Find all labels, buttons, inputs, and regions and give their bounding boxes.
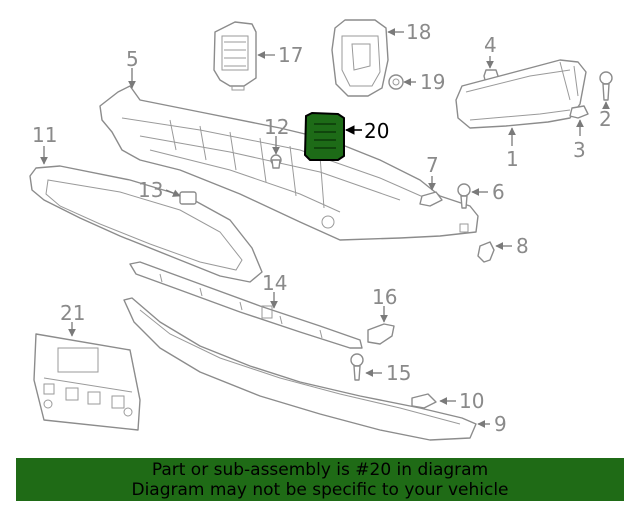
callout-labels: 1 2 3 4 5 6 7 8 9 10 11 12 13 14 15 16 1… bbox=[32, 20, 612, 436]
part-13-clip bbox=[179, 191, 197, 205]
part-10-clip bbox=[411, 393, 437, 409]
callout-4: 4 bbox=[484, 33, 497, 57]
part-9-lower-strip bbox=[123, 297, 477, 441]
part-12-screw bbox=[270, 154, 282, 169]
part-8-clip bbox=[477, 241, 495, 263]
callout-7: 7 bbox=[426, 153, 439, 177]
part-14-support-bar bbox=[129, 261, 363, 349]
part-1-trim bbox=[455, 59, 587, 129]
callout-12: 12 bbox=[264, 115, 289, 139]
part-17-bracket bbox=[213, 21, 257, 91]
callout-3: 3 bbox=[573, 138, 586, 162]
callout-2: 2 bbox=[599, 107, 612, 131]
part-2-screw bbox=[599, 71, 613, 101]
leader-lines bbox=[40, 28, 610, 428]
callout-19: 19 bbox=[420, 70, 445, 94]
part-18-bracket bbox=[331, 19, 389, 97]
part-15-bolt bbox=[350, 353, 364, 381]
part-6-bolt bbox=[457, 183, 471, 209]
callout-20: 20 bbox=[364, 119, 389, 143]
callout-8: 8 bbox=[516, 234, 529, 258]
banner-line-2: Diagram may not be specific to your vehi… bbox=[131, 480, 509, 500]
callout-15: 15 bbox=[386, 361, 411, 385]
parts-diagram: 1 2 3 4 5 6 7 8 9 10 11 12 13 14 15 16 1… bbox=[29, 19, 613, 441]
callout-1: 1 bbox=[506, 147, 519, 171]
part-5-grille-assembly bbox=[99, 85, 479, 241]
part-20-insert-highlighted bbox=[303, 111, 345, 161]
callout-17: 17 bbox=[278, 43, 303, 67]
callout-18: 18 bbox=[406, 20, 431, 44]
callout-9: 9 bbox=[494, 412, 507, 436]
callout-11: 11 bbox=[32, 123, 57, 147]
callout-6: 6 bbox=[492, 180, 505, 204]
part-3-clip bbox=[569, 105, 589, 119]
part-7-clip bbox=[419, 191, 443, 207]
callout-14: 14 bbox=[262, 271, 287, 295]
callout-21: 21 bbox=[60, 301, 85, 325]
part-11-lower-fascia bbox=[29, 165, 263, 283]
part-21-license-bracket bbox=[33, 333, 141, 431]
callout-5: 5 bbox=[126, 47, 139, 71]
callout-10: 10 bbox=[459, 389, 484, 413]
part-19-clip bbox=[388, 74, 404, 90]
callout-13: 13 bbox=[138, 178, 163, 202]
part-16-bracket bbox=[367, 323, 395, 345]
info-banner: Part or sub-assembly is #20 in diagram D… bbox=[16, 458, 624, 501]
banner-line-1: Part or sub-assembly is #20 in diagram bbox=[151, 460, 489, 480]
callout-16: 16 bbox=[372, 285, 397, 309]
